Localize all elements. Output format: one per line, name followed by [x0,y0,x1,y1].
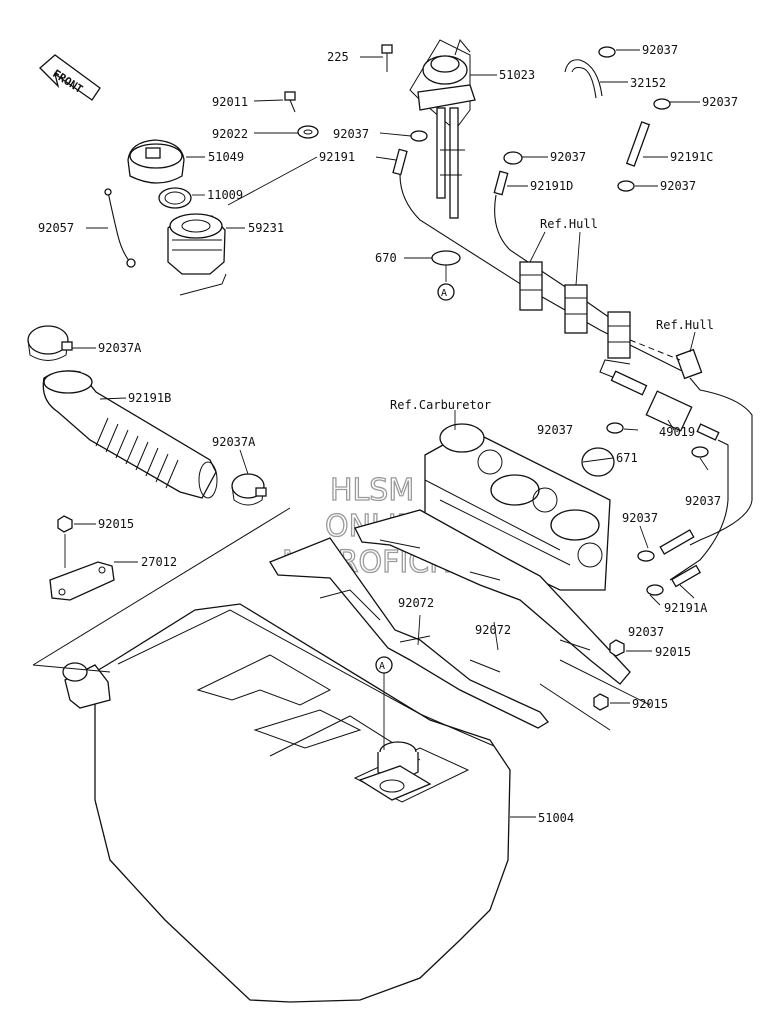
label-92022: 92022 [212,127,248,141]
label-92037-a: 92037 [642,43,678,57]
hose-92191 [392,148,408,176]
filler-neck-59231 [167,213,226,275]
o-ring-670 [431,250,461,266]
hose-92191B [42,370,218,499]
label-92072-a: 92072 [398,596,434,610]
label-92037-f: 92037 [537,423,573,437]
label-92015-a: 92015 [98,517,134,531]
clamp-92037A-top [27,325,73,361]
label-51023: 51023 [499,68,535,82]
gasket-11009 [158,187,192,209]
label-92191D: 92191D [530,179,573,193]
label-11009: 11009 [207,188,243,202]
label-49019: 49019 [659,425,695,439]
front-arrow-icon: FRONT [39,54,101,101]
label-92037-g: 92037 [685,494,721,508]
hose-92191A [670,564,702,588]
label-51049: 51049 [208,150,244,164]
watermark-line-1: HLSM [330,473,414,508]
label-92011: 92011 [212,95,248,109]
bracket-27012 [49,561,115,601]
clip-92037-right [653,98,671,110]
nut-92015-right-a [609,639,625,657]
label-92191C: 92191C [670,150,713,164]
screw-225 [381,44,393,72]
label-92037-e: 92037 [660,179,696,193]
bolt-92011 [284,91,296,113]
label-92015-c: 92015 [632,697,668,711]
part-labels: 225 51023 92037 92011 32152 92037 92022 … [38,43,738,825]
label-92015-b: 92015 [655,645,691,659]
label-59231: 59231 [248,221,284,235]
strap-92057 [107,191,131,263]
washer-92022 [297,125,319,139]
clip-92037-top [598,46,616,58]
label-92057: 92057 [38,221,74,235]
label-92191A: 92191A [664,601,708,615]
fuel-filter-49019 [645,390,693,432]
label-92037-c: 92037 [333,127,369,141]
clip-92037-lower-b [646,584,664,596]
label-92072-b: 92072 [475,623,511,637]
label-670: 670 [375,251,397,265]
carburetor-assembly [424,423,611,591]
label-92037-h: 92037 [622,511,658,525]
fuel-pump-assembly [409,38,476,219]
label-92037-d: 92037 [550,150,586,164]
label-27012: 27012 [141,555,177,569]
bracket-strips-92072 [269,509,631,729]
nut-92015-right-b [593,693,609,711]
label-ref-carburetor: Ref.Carburetor [390,398,491,412]
hull-clamps [519,261,703,380]
label-32152: 32152 [630,76,666,90]
marker-a-tank-label: A [379,661,385,672]
clip-92037-lower-a [637,550,655,562]
clip-92037-filter [606,422,624,434]
label-671: 671 [616,451,638,465]
o-ring-671 [581,447,615,477]
label-51004: 51004 [538,811,574,825]
label-ref-hull-2: Ref.Hull [656,318,714,332]
circle-marker-a-top [437,283,455,301]
hose-92191C [625,121,651,167]
fuel-cap-51049 [127,139,185,184]
fuel-tank-51004 [62,603,511,1003]
label-92037A-2: 92037A [212,435,256,449]
marker-a-top-label: A [441,288,447,299]
label-ref-hull-1: Ref.Hull [540,217,598,231]
label-92191B: 92191B [128,391,171,405]
label-92037-b: 92037 [702,95,738,109]
clamp-92037A-bottom [231,473,267,506]
leader-lines [72,49,709,818]
clip-92037-mid [503,151,523,165]
label-92037-i: 92037 [628,625,664,639]
hose-32152 [564,59,603,97]
hose-92191D [493,170,509,196]
label-225: 225 [327,50,349,64]
label-92191: 92191 [319,150,355,164]
clip-92037-lower [617,180,635,192]
clip-92037-filter-out [691,446,709,458]
nut-92015-left [57,515,73,533]
label-92037A-1: 92037A [98,341,142,355]
clip-92037-left [410,130,428,142]
